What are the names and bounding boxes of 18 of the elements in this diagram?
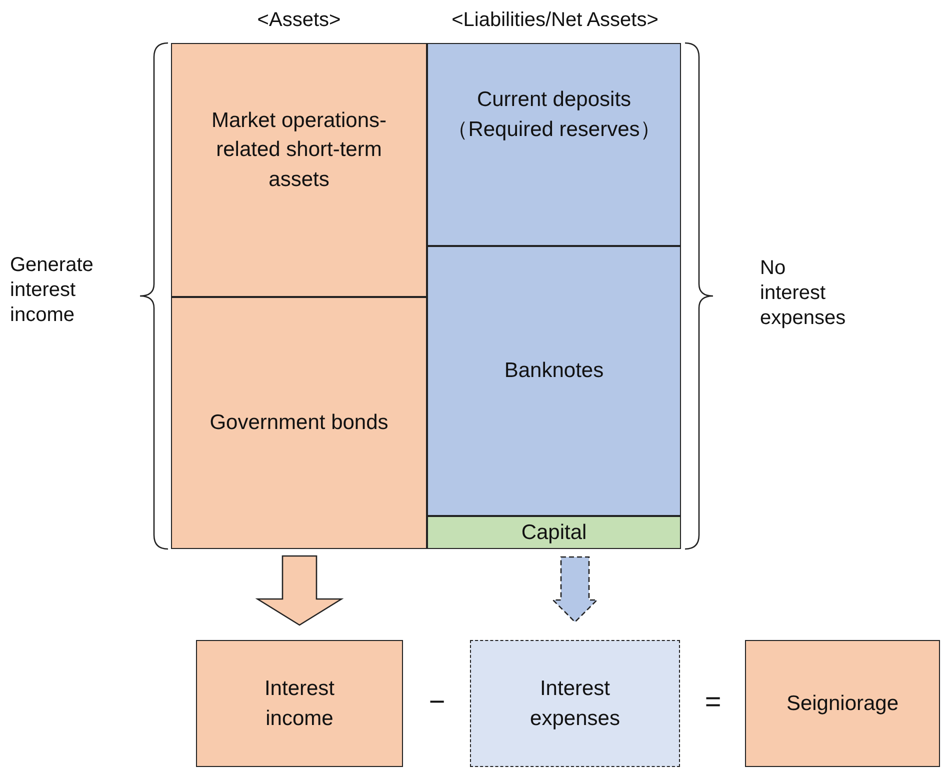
liability-block: Banknotes xyxy=(427,246,681,516)
column-heading: <Assets> xyxy=(256,8,342,33)
asset-block: Market operations-related short-term assets xyxy=(171,43,427,297)
minus-sign: − xyxy=(428,685,446,719)
result-box: Seigniorage xyxy=(745,640,940,767)
liability-block xyxy=(427,43,681,246)
result-box: Interest expenses xyxy=(470,640,680,767)
side-note: No interest expenses xyxy=(760,256,847,331)
asset-block: Government bonds xyxy=(171,297,427,549)
block-label: （Required reserves） xyxy=(447,116,661,142)
equals-sign: = xyxy=(704,685,722,719)
column-heading: <Liabilities/Net Assets> xyxy=(450,8,660,33)
block-label: Current deposits xyxy=(476,87,632,114)
block-arrow xyxy=(551,556,599,623)
block-arrow xyxy=(255,555,344,626)
side-note: Generate interest income xyxy=(10,253,94,328)
capital-block: Capital xyxy=(427,516,681,549)
result-box: Interest income xyxy=(196,640,403,767)
